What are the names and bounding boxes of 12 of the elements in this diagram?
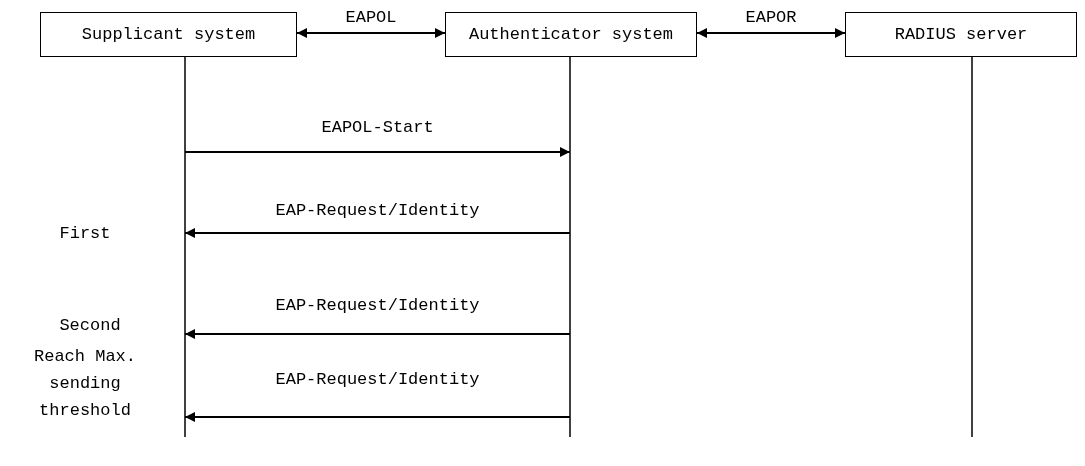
participant-box: RADIUS server [845,12,1077,57]
arrow [184,412,571,422]
arrow [184,329,571,339]
arrow [296,28,446,38]
arrow [696,28,846,38]
retry-note: Second [58,315,122,337]
arrow [184,228,571,238]
arrow [184,147,571,157]
retry-note: Reach Max. sending threshold [33,346,137,422]
participant-box: Supplicant system [40,12,297,57]
participant-box: Authenticator system [445,12,697,57]
retry-note: First [58,223,112,245]
